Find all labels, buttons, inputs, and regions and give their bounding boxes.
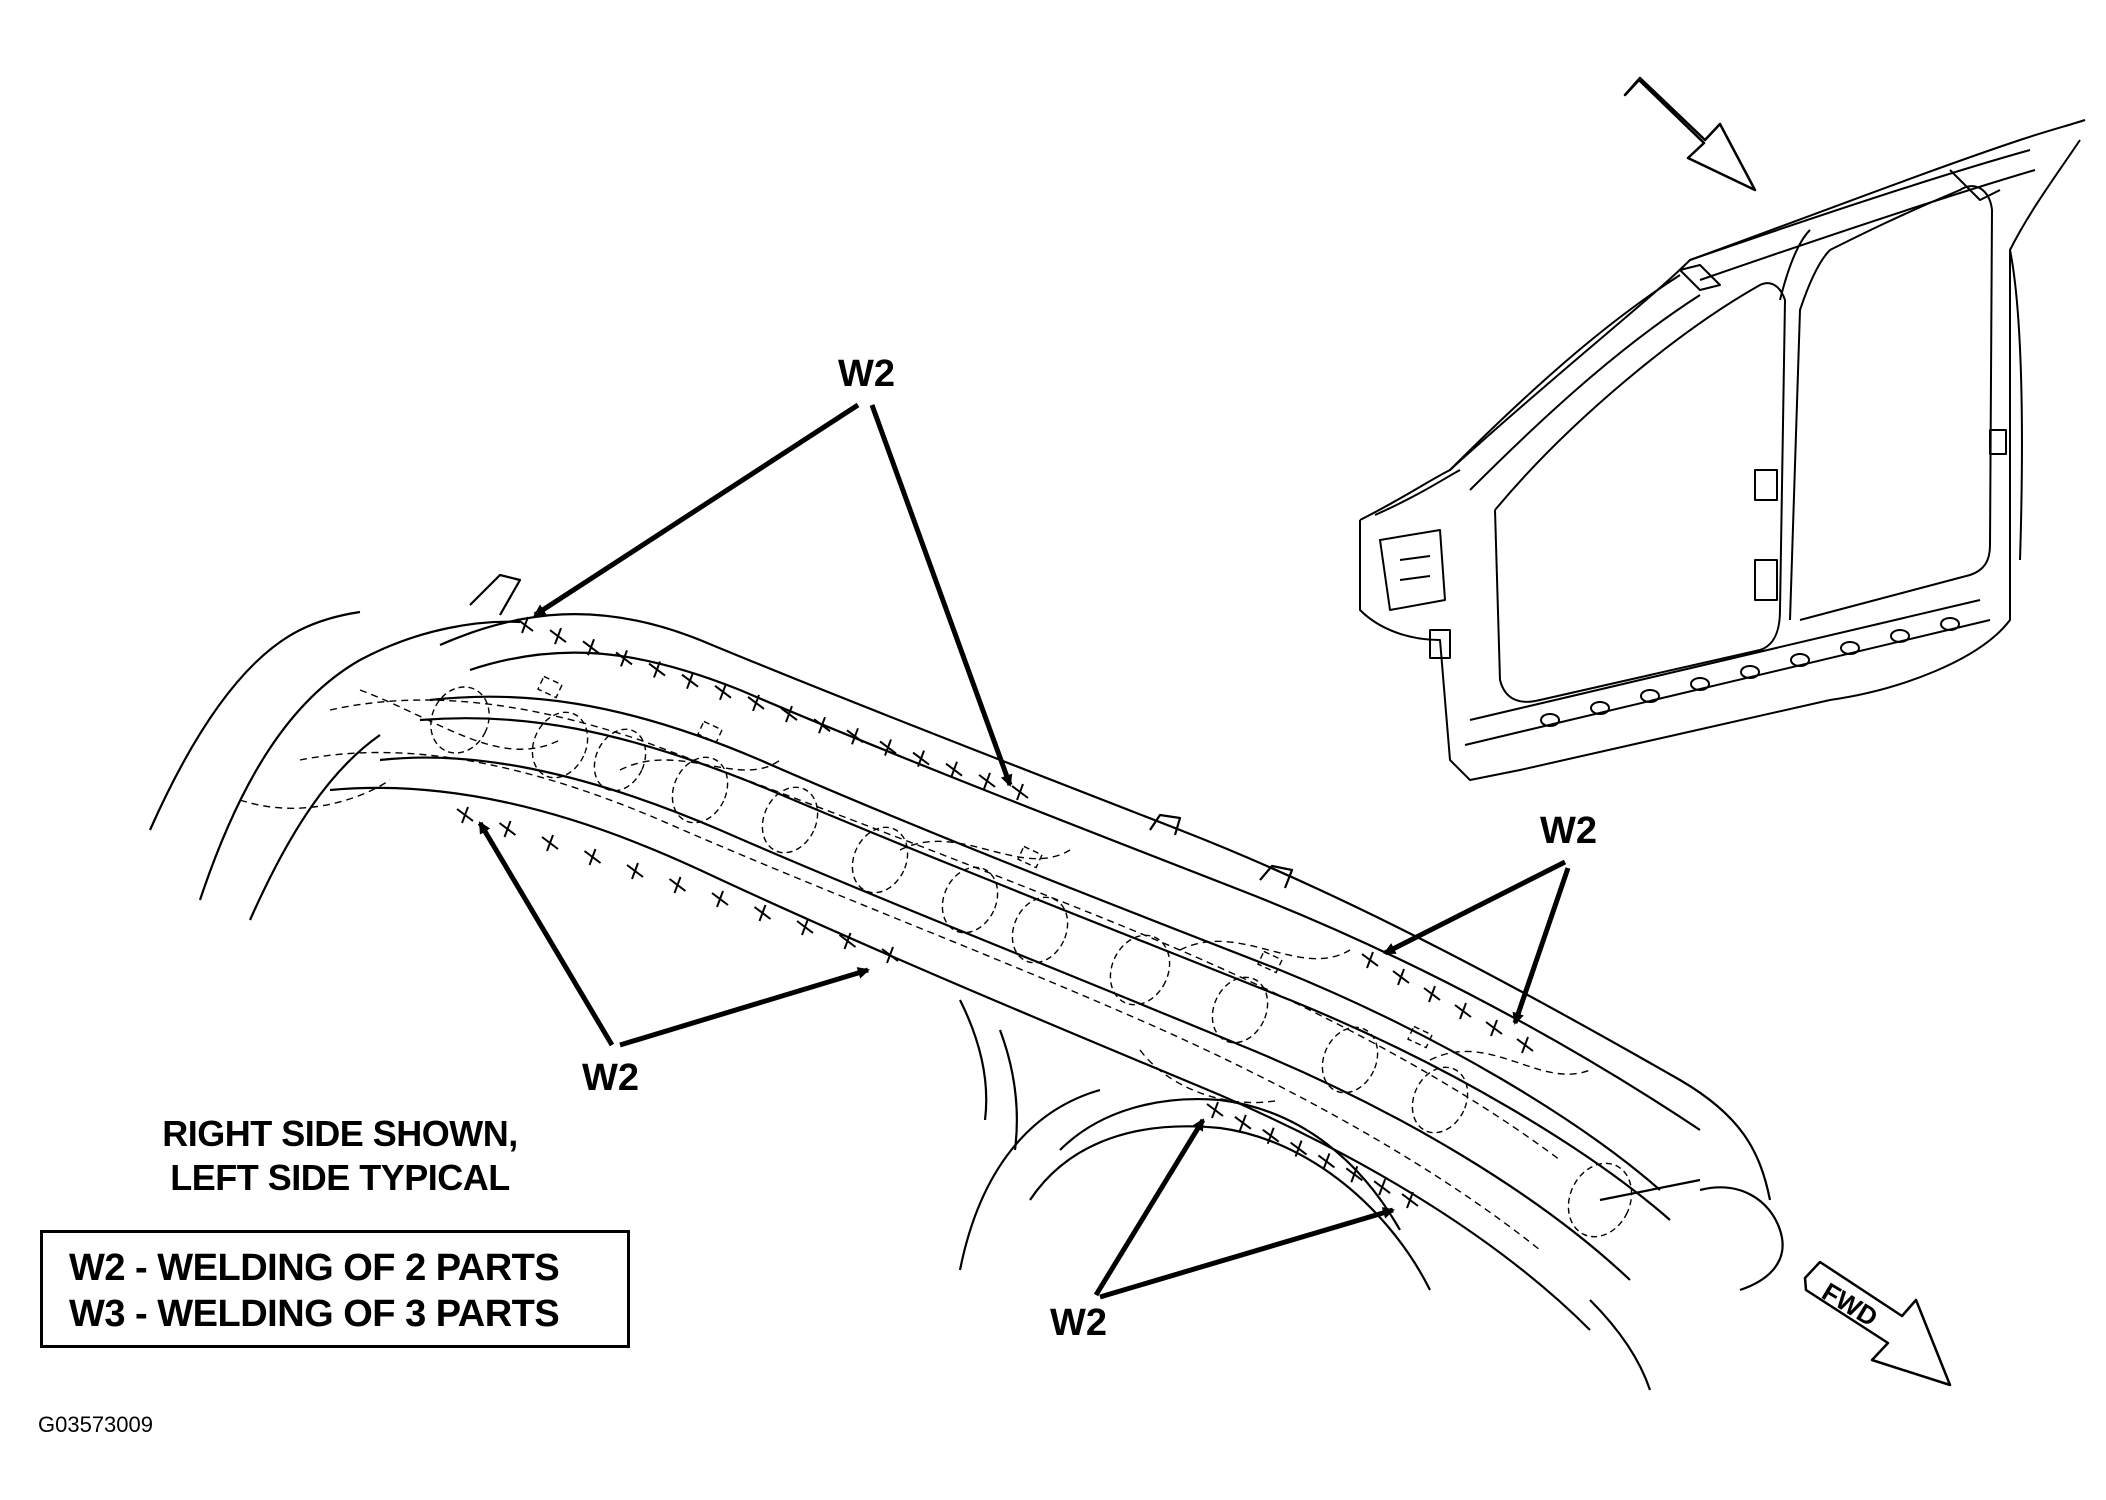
weld-mark <box>950 761 958 779</box>
weld-mark <box>1459 1002 1467 1020</box>
weld-legend: W2 - WELDING OF 2 PARTS W3 - WELDING OF … <box>40 1230 630 1348</box>
weld-mark <box>917 750 925 767</box>
weld-mark <box>1366 951 1374 969</box>
weld-marks <box>456 616 1534 1209</box>
weld-mark <box>1490 1019 1498 1037</box>
body-side-inset <box>1359 119 2086 781</box>
roof-rail-panel <box>148 573 1784 1391</box>
callout-w2-top: W2 <box>838 353 895 395</box>
figure-id: G03573009 <box>38 1412 153 1437</box>
weld-mark <box>1397 968 1405 986</box>
view-direction-arrow <box>1623 76 1757 192</box>
weld-mark <box>758 904 767 922</box>
weld-mark <box>785 705 793 723</box>
legend-w3: W3 - WELDING OF 3 PARTS <box>69 1293 560 1335</box>
weld-mark <box>521 616 529 634</box>
weld-mark <box>719 683 727 701</box>
weld-mark <box>673 876 682 894</box>
callout-w2-lower-left: W2 <box>582 1057 639 1099</box>
hidden-lines <box>239 689 1591 1251</box>
weld-mark <box>1378 1178 1387 1196</box>
callout-w2-right: W2 <box>1540 810 1597 852</box>
weld-mark <box>1294 1140 1303 1157</box>
legend-w2: W2 - WELDING OF 2 PARTS <box>69 1247 560 1289</box>
callout-w2-bottom: W2 <box>1050 1302 1107 1344</box>
weld-mark <box>1322 1153 1331 1170</box>
weld-mark <box>1406 1191 1414 1209</box>
weld-mark <box>983 772 991 790</box>
weld-mark <box>1428 985 1436 1003</box>
note-line-1: RIGHT SIDE SHOWN, <box>162 1113 518 1154</box>
weld-mark <box>620 650 628 667</box>
note-line-2: LEFT SIDE TYPICAL <box>170 1157 510 1198</box>
weld-mark <box>653 661 661 678</box>
weld-mark <box>752 694 760 712</box>
weld-mark <box>461 806 469 824</box>
weld-mark <box>588 848 597 866</box>
weld-mark <box>886 946 894 964</box>
weld-mark <box>1238 1114 1247 1132</box>
weld-mark <box>546 834 554 852</box>
weld-mark <box>818 716 826 734</box>
weld-mark <box>843 932 852 950</box>
weld-mark <box>503 820 512 838</box>
fwd-arrow: FWD <box>1803 1260 1952 1387</box>
weld-mark <box>554 627 562 645</box>
weld-mark <box>631 862 639 880</box>
weld-mark <box>1521 1036 1529 1054</box>
weld-mark <box>851 727 859 745</box>
weld-mark <box>1016 783 1024 801</box>
weld-mark <box>884 739 892 756</box>
weld-mark <box>587 638 595 656</box>
panel-holes <box>430 675 1633 1238</box>
weld-mark <box>1266 1127 1275 1145</box>
weld-mark <box>1350 1165 1359 1183</box>
weld-mark <box>1211 1101 1219 1119</box>
weld-mark <box>686 672 694 690</box>
weld-mark <box>801 918 809 936</box>
callout-arrows <box>477 402 1571 1300</box>
weld-mark <box>716 890 724 908</box>
notes-block: RIGHT SIDE SHOWN, LEFT SIDE TYPICAL <box>120 1112 560 1200</box>
